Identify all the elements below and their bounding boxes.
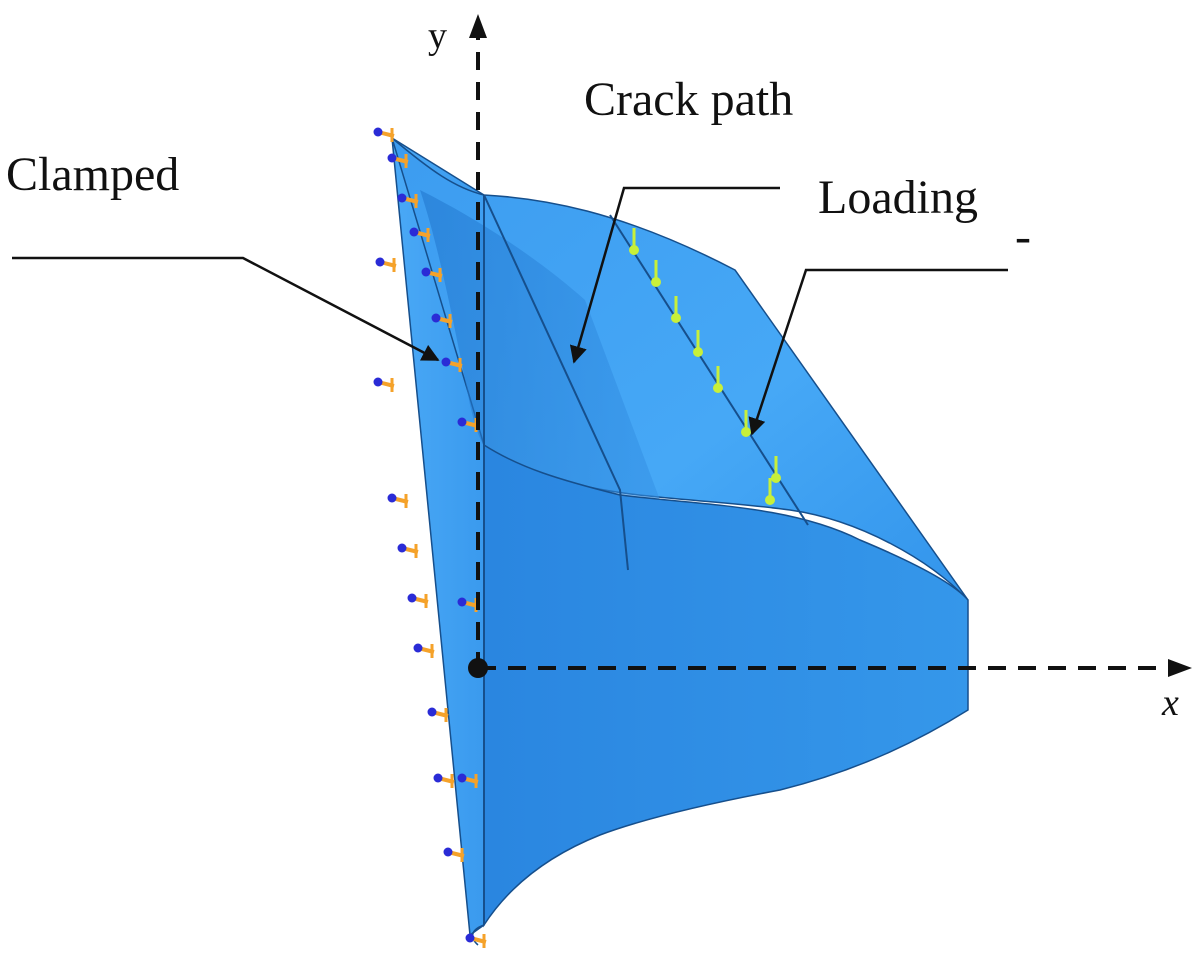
load-arrow-icon (765, 478, 775, 505)
crack-path-line (483, 194, 629, 571)
clamp-symbol-icon (433, 773, 455, 788)
clamp-symbol-icon (397, 193, 419, 208)
clamp-symbol-icon (397, 543, 419, 558)
clamp-symbol-icon (407, 593, 429, 608)
bottom-lip-edge (471, 924, 485, 946)
y-axis-label: y (428, 15, 447, 57)
load-arrow-icon (713, 366, 723, 393)
clamp-symbol-icon (373, 377, 395, 392)
clamp-symbol-icon (409, 227, 431, 242)
clamp-symbol-icon (457, 773, 479, 788)
clamp-markers (373, 127, 487, 948)
clamp-symbol-icon (373, 127, 395, 142)
load-arrow-icon (771, 456, 781, 483)
clamp-symbol-icon (413, 643, 435, 658)
x-axis-label: x (1161, 682, 1179, 724)
crack-path-callout-line (569, 186, 780, 364)
clamp-symbol-icon (441, 357, 463, 372)
clamp-symbol-icon (465, 933, 487, 948)
load-arrow-icon (651, 260, 661, 287)
loading-callout-line (748, 268, 1008, 436)
stray-mark: - (1015, 210, 1031, 263)
clamp-symbol-icon (431, 313, 453, 328)
clamp-symbol-icon (387, 153, 409, 168)
crack-path-label: Crack path (584, 73, 793, 126)
load-arrow-icon (671, 296, 681, 323)
clamp-symbol-icon (375, 257, 397, 272)
clamped-callout-line (12, 256, 440, 362)
x-axis-arrowhead-icon (1168, 659, 1192, 677)
loading-label: Loading (818, 171, 978, 224)
load-arrow-icon (741, 410, 751, 437)
clamped-label: Clamped (6, 148, 179, 201)
clamp-symbol-icon (443, 847, 465, 862)
clamp-symbol-icon (427, 707, 449, 722)
y-axis-arrowhead-icon (469, 14, 487, 38)
load-arrow-icon (629, 228, 639, 255)
front-face (483, 443, 969, 928)
clamp-symbol-icon (387, 493, 409, 508)
load-markers (629, 228, 781, 505)
load-arrow-icon (693, 330, 703, 357)
clamp-symbol-icon (421, 267, 443, 282)
origin-dot-icon (468, 658, 488, 678)
